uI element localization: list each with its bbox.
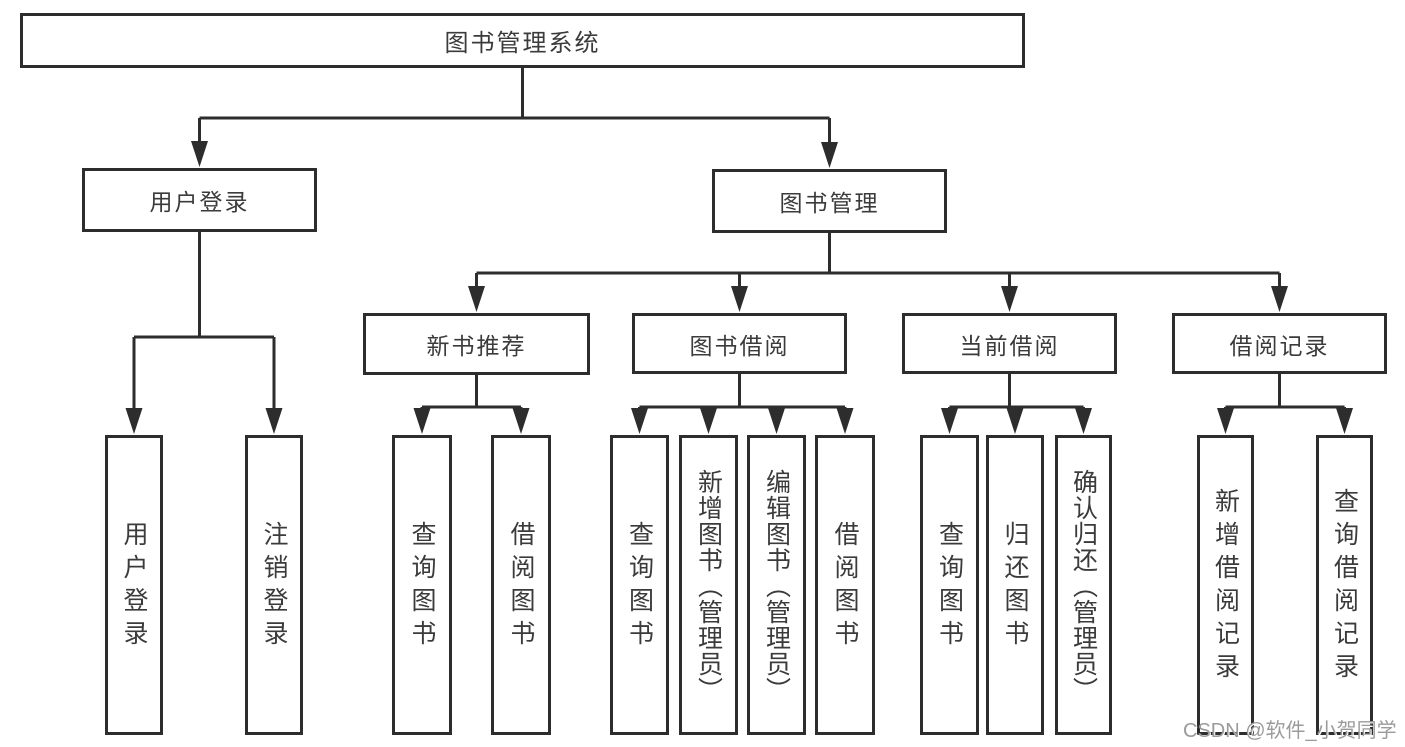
node-book-management: 图书管理 [712,169,947,233]
leaf-add-book-admin: 新增图书（管理员） [679,435,738,735]
leaf-borrow-books-borrow: 借阅图书 [815,435,875,735]
node-borrowing-records: 借阅记录 [1172,313,1387,374]
leaf-query-books-borrow: 查询图书 [610,435,669,735]
leaf-query-books-current: 查询图书 [920,435,979,735]
node-book-borrowing: 图书借阅 [632,313,847,374]
leaf-edit-book-admin: 编辑图书（管理员） [747,435,806,735]
leaf-confirm-return-admin: 确认归还（管理员） [1055,435,1112,735]
leaf-add-borrow-record: 新增借阅记录 [1197,435,1254,735]
node-new-book-recommendation: 新书推荐 [363,313,590,375]
leaf-query-borrow-record: 查询借阅记录 [1316,435,1373,735]
node-current-borrowing: 当前借阅 [902,313,1117,374]
leaf-borrow-books-recommend: 借阅图书 [491,435,551,735]
node-user-login: 用户登录 [82,168,317,232]
leaf-query-books-recommend: 查询图书 [392,435,452,735]
csdn-watermark: CSDN @软件_小贺同学 [1183,720,1397,742]
leaf-user-login: 用户登录 [105,435,163,735]
arrowheads [125,141,1353,434]
leaf-return-book: 归还图书 [986,435,1044,735]
leaf-logout: 注销登录 [245,435,303,735]
node-library-management-system: 图书管理系统 [20,13,1025,68]
